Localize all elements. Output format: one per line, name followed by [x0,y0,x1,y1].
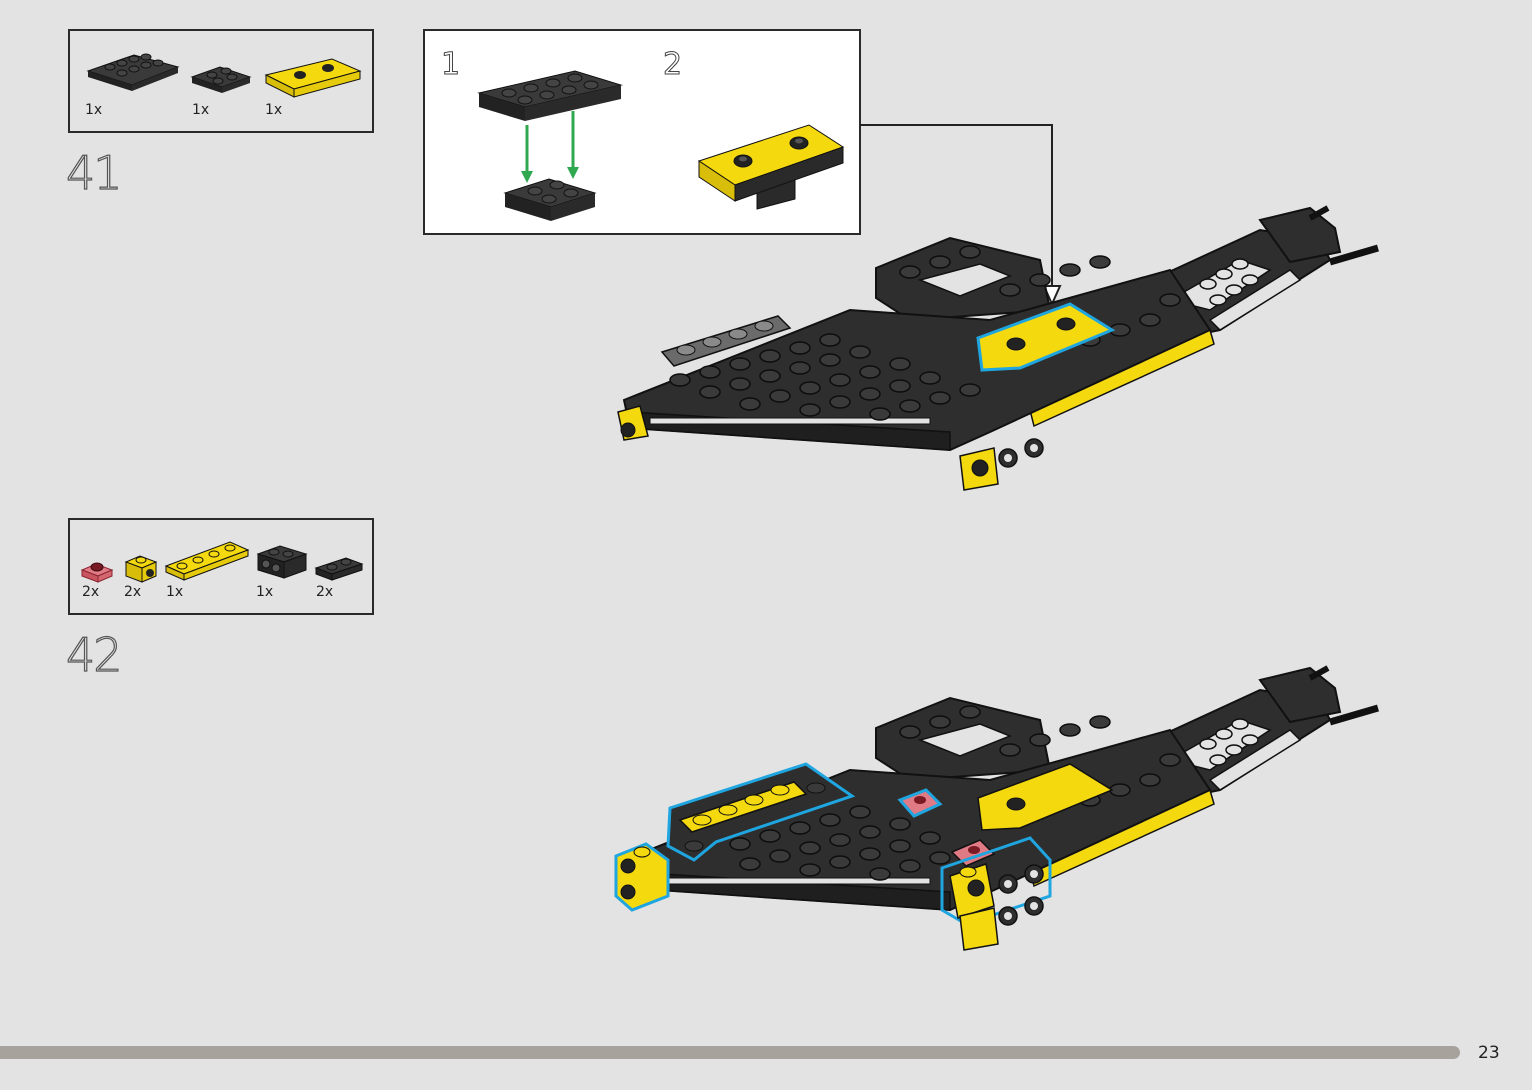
footer-progress-bar [0,1046,1460,1059]
qty-label: 1x [166,584,183,600]
model-step-41 [610,200,1400,500]
qty-label: 2x [82,584,99,600]
yellow-plate-1x4-icon [164,536,250,584]
trans-red-round-plate-icon [80,558,114,586]
parts-list-step-42: 2x 2x 1x 1x 2x [68,518,374,615]
black-plate-2x4-icon [84,43,180,93]
substep-number-2: 2 [663,47,682,82]
substep-number-1: 1 [441,47,460,82]
black-plate-2x2-icon [190,57,254,99]
page-number: 23 [1478,1043,1500,1063]
black-plate-1x2-icon [314,552,364,582]
parts-list-step-41: 1x 1x 1x [68,29,374,133]
step-number-41: 41 [66,146,121,200]
yellow-bracket-icon [122,548,160,586]
qty-label: 1x [265,102,282,118]
black-brick-side-studs-icon [254,540,310,582]
yellow-jumper-plate-icon [264,51,362,103]
qty-label: 2x [124,584,141,600]
substep-1-illustration [475,45,655,225]
model-step-42 [610,660,1400,960]
qty-label: 2x [316,584,333,600]
qty-label: 1x [256,584,273,600]
qty-label: 1x [85,102,102,118]
qty-label: 1x [192,102,209,118]
step-number-42: 42 [66,628,121,682]
